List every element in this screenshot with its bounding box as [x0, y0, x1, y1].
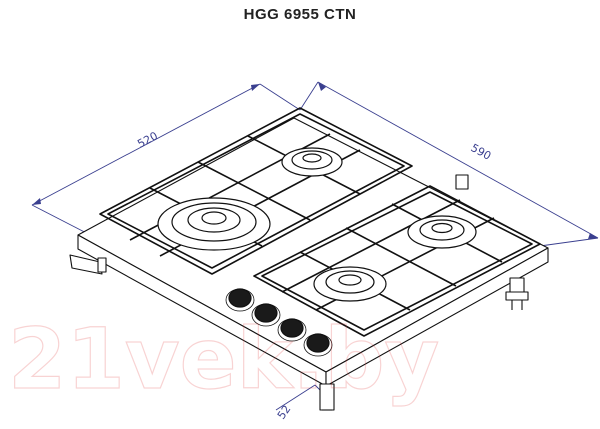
- wok-burner: [157, 197, 271, 251]
- watermark-21vek: 21vek.by: [8, 310, 439, 408]
- rear-right-burner: [407, 215, 477, 249]
- right-pan-support: [253, 185, 541, 337]
- product-title: HGG 6955 CTN: [243, 6, 357, 23]
- burners: [157, 147, 477, 302]
- depth-dimension-label: 590: [469, 141, 494, 163]
- dimension-arrows: [32, 82, 598, 239]
- width-dimension-label: 520: [135, 129, 160, 150]
- dimension-lines: [31, 81, 599, 411]
- knob-bezels: [225, 288, 333, 357]
- front-right-burner: [313, 266, 387, 302]
- rear-left-burner: [281, 147, 343, 177]
- control-knob-1: [228, 288, 252, 308]
